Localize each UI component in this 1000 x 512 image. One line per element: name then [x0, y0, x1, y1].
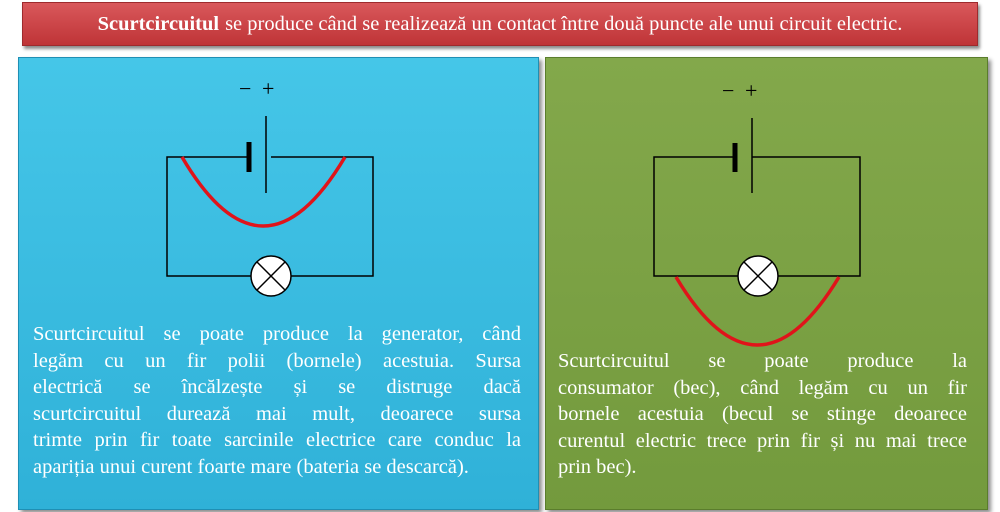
- generator-circuit-diagram: − +: [166, 76, 374, 297]
- text-line: Scurtcircuitul se poate produce la gener…: [33, 323, 521, 345]
- text-line: prin bec).: [558, 456, 637, 478]
- title-banner: Scurtcircuitul se produce când se realiz…: [22, 2, 978, 46]
- minus-sign: −: [722, 78, 734, 103]
- consumer-circuit-diagram: − +: [653, 78, 861, 347]
- text-line: consumator (bec), când legăm cu un fir: [558, 376, 967, 399]
- text-line: scurtcircuitul durează mai mult, deoarec…: [33, 402, 521, 425]
- consumer-short-panel: − + Scurtcircuitul se poate produce la c…: [545, 57, 988, 510]
- consumer-description: Scurtcircuitul se poate produce la consu…: [558, 348, 967, 481]
- text-line: legăm cu un fir polii (bornele) acestuia…: [33, 349, 521, 372]
- text-line: trimte prin fir toate sarcinile electric…: [33, 429, 521, 451]
- text-line: electrică se încălzește și se distruge d…: [33, 376, 521, 398]
- text-line: apariția unui curent foarte mare (bateri…: [33, 455, 469, 478]
- title-text: se produce când se realizează un contact…: [225, 12, 903, 35]
- generator-short-panel: − + Scurtcircuitul se poate produce la g…: [18, 57, 539, 510]
- title-bold: Scurtcircuitul: [97, 12, 220, 35]
- bulb-symbol: [737, 255, 779, 297]
- generator-description: Scurtcircuitul se poate produce la gener…: [33, 321, 521, 480]
- plus-sign: +: [745, 78, 757, 103]
- plus-sign: +: [262, 76, 274, 101]
- bulb-symbol: [250, 255, 292, 297]
- text-line: curentul electric trece prin fir și nu m…: [558, 429, 967, 452]
- text-line: bornele acestuia (becul se stinge deoare…: [558, 403, 967, 425]
- short-circuit-wire: [180, 156, 347, 228]
- text-line: Scurtcircuitul se poate produce la: [558, 350, 967, 372]
- circuit-wires: [653, 156, 861, 277]
- minus-sign: −: [239, 76, 251, 101]
- circuit-wires: [166, 156, 374, 277]
- short-circuit-wire: [674, 276, 841, 347]
